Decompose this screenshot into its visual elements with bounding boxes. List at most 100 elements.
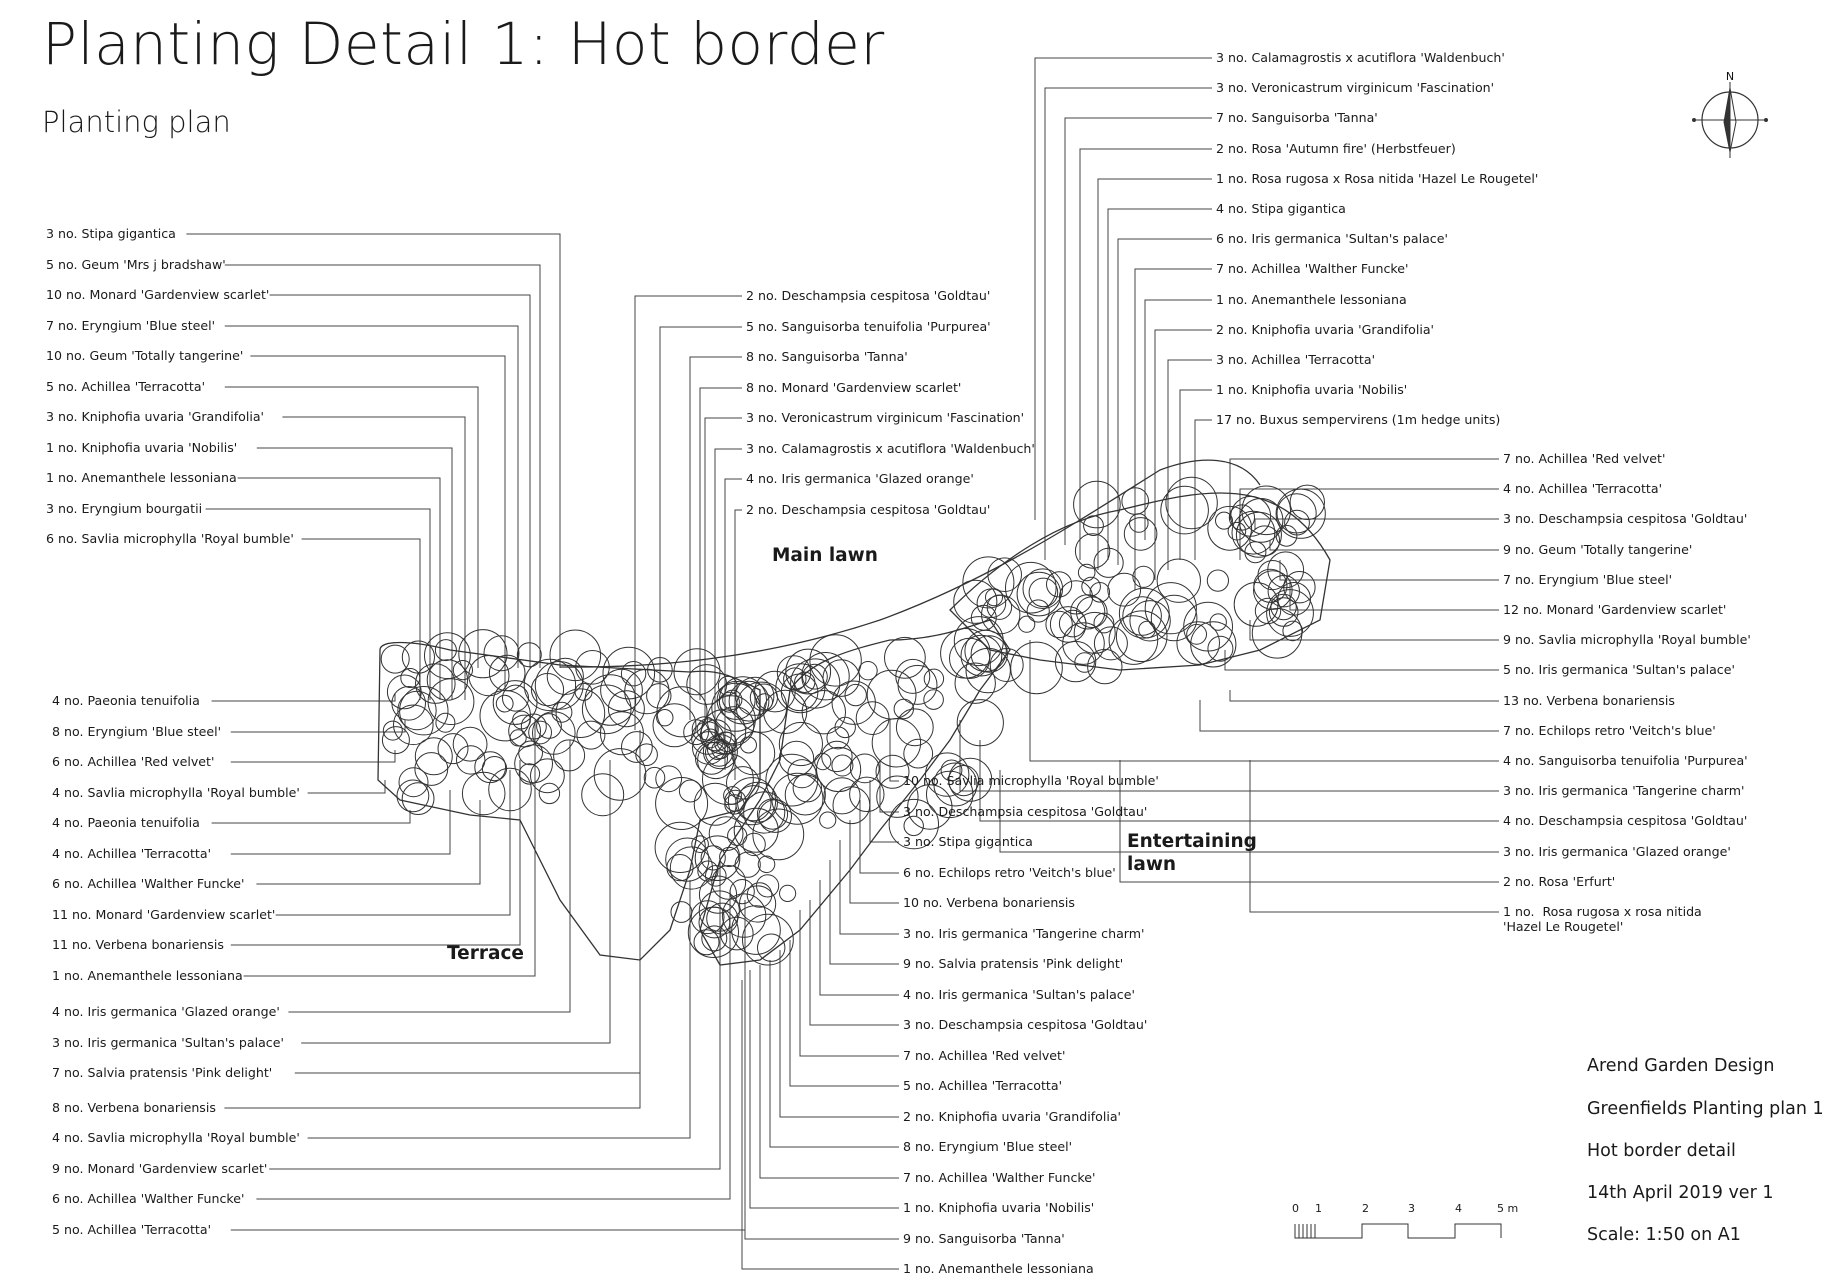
plant-label: 4 no. Iris germanica 'Sultan's palace'	[903, 987, 1135, 1002]
plant-circle	[508, 714, 541, 748]
plant-circle	[624, 668, 670, 715]
plant-label: 1 no. Anemanthele lessoniana	[1216, 292, 1407, 307]
leader-line	[230, 750, 396, 763]
plant-circle	[897, 664, 938, 705]
plant-circle	[381, 726, 410, 755]
plant-label: 3 no. Stipa gigantica	[903, 834, 1033, 849]
leader-line	[959, 720, 1499, 792]
plant-circle	[849, 776, 885, 812]
border-outline	[377, 641, 761, 961]
plant-circle	[1253, 568, 1288, 603]
plant-circle	[708, 816, 744, 852]
plant-circle	[458, 629, 508, 679]
plant-circle	[1049, 606, 1087, 643]
plant-label: 2 no. Deschampsia cespitosa 'Goldtau'	[746, 502, 991, 517]
plant-circle	[1087, 648, 1123, 685]
plant-label: 3 no. Achillea 'Terracotta'	[1216, 352, 1376, 367]
plant-circle	[1022, 568, 1064, 610]
plant-label: 3 no. Stipa gigantica	[46, 226, 176, 241]
plant-groups	[380, 476, 1326, 966]
plant-circle	[1241, 485, 1291, 536]
plant-circle	[1289, 484, 1326, 520]
leader-line	[275, 770, 511, 916]
plant-circle	[1123, 517, 1158, 551]
leader-line	[799, 910, 899, 1057]
plant-circle	[1074, 533, 1111, 569]
plant-circle	[1186, 623, 1207, 645]
plant-circle	[414, 737, 453, 776]
plant-label: 6 no. Iris germanica 'Sultan's palace'	[1216, 231, 1448, 246]
plant-circle	[528, 720, 552, 745]
plant-label: 3 no. Iris germanica 'Glazed orange'	[1503, 844, 1731, 859]
plant-circle	[488, 767, 532, 812]
plant-circle	[698, 890, 740, 932]
plant-label: 11 no. Monard 'Gardenview scarlet'	[52, 907, 276, 922]
leader-line	[1097, 178, 1212, 570]
plant-circle	[809, 634, 862, 687]
plant-circle	[778, 740, 815, 777]
plant-label: 10 no. Verbena bonariensis	[903, 895, 1075, 910]
leader-line	[1229, 690, 1499, 702]
plant-circle	[549, 629, 602, 682]
north-label: N	[1726, 70, 1734, 83]
plant-circle	[1132, 565, 1155, 588]
leader-line	[734, 509, 742, 780]
plant-circle	[654, 821, 706, 874]
leader-line	[1179, 389, 1212, 560]
plant-label: 9 no. Sanguisorba 'Tanna'	[903, 1231, 1065, 1246]
plant-circle	[727, 825, 748, 846]
plant-label: 5 no. Achillea 'Terracotta'	[52, 1222, 212, 1237]
plant-label: 10 no. Monard 'Gardenview scarlet'	[46, 287, 270, 302]
scale-bar	[1294, 1223, 1502, 1239]
leader-line	[714, 448, 742, 740]
plant-circle	[733, 807, 779, 853]
drawing-title: Planting Detail 1: Hot border	[42, 10, 885, 78]
plant-circle	[752, 808, 805, 861]
border-outline	[949, 492, 1331, 671]
plant-circle	[1231, 510, 1276, 555]
plant-label: 1 no. Rosa rugosa x rosa nitida 'Hazel L…	[1503, 904, 1702, 934]
plant-circle	[940, 759, 963, 782]
plant-label: 4 no. Iris germanica 'Glazed orange'	[52, 1004, 280, 1019]
plant-circle	[743, 791, 786, 834]
plant-circle	[1270, 593, 1297, 621]
plant-circle	[575, 650, 610, 685]
plant-circle	[965, 647, 1011, 694]
plant-circle	[742, 913, 794, 966]
plant-circle	[724, 794, 745, 815]
leader-line	[237, 477, 441, 700]
plant-label: 4 no. Achillea 'Terracotta'	[1503, 481, 1663, 496]
plant-circle	[1160, 485, 1209, 535]
plant-label: 1 no. Kniphofia uvaria 'Nobilis'	[46, 440, 238, 455]
plant-circle	[1275, 488, 1326, 539]
plant-circle	[1150, 594, 1198, 642]
scale-tick-label: 4	[1455, 1202, 1462, 1215]
leader-line	[1279, 560, 1499, 581]
leader-line	[819, 880, 899, 996]
plant-label: 3 no. Deschampsia cespitosa 'Goldtau'	[1503, 511, 1748, 526]
plant-circle	[397, 690, 437, 731]
leader-line	[294, 730, 641, 1074]
plant-circle	[742, 832, 766, 857]
plant-label: 3 no. Iris germanica 'Sultan's palace'	[52, 1035, 284, 1050]
area-label-terrace: Terrace	[447, 943, 524, 964]
plant-circle	[532, 711, 576, 755]
leader-line	[205, 508, 431, 700]
leader-line	[1034, 57, 1212, 520]
plant-circle	[401, 782, 435, 815]
plant-label: 1 no. Anemanthele lessoniana	[903, 1261, 1094, 1276]
leader-line	[1134, 268, 1212, 590]
plant-circle	[855, 701, 890, 735]
plant-circle	[794, 671, 816, 693]
plant-circle	[740, 736, 757, 754]
plant-circle	[1005, 561, 1057, 614]
plant-circle	[801, 652, 850, 701]
plant-circle	[706, 902, 739, 935]
plant-circle	[621, 731, 653, 763]
plant-circle	[1010, 641, 1063, 695]
plant-circle	[426, 659, 469, 701]
plant-label: 2 no. Kniphofia uvaria 'Grandifolia'	[903, 1109, 1122, 1124]
plant-label: 3 no. Eryngium bourgatii	[46, 501, 203, 516]
plant-circle	[746, 882, 773, 908]
plant-label: 1 no. Anemanthele lessoniana	[52, 968, 243, 983]
